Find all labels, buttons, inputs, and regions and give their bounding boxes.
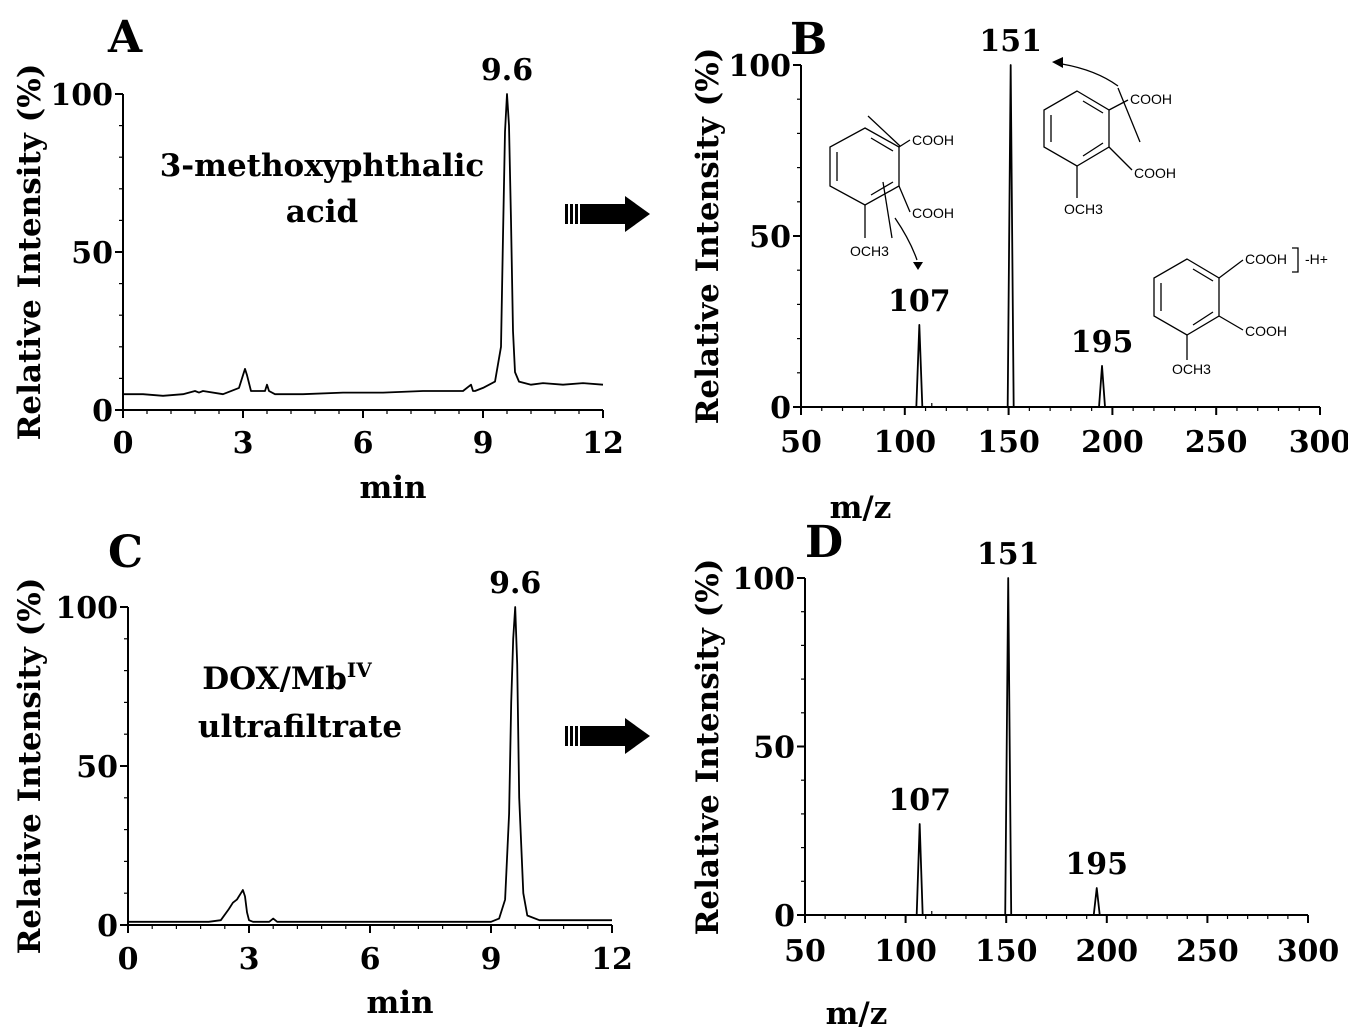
panel-d-ytick-label: 50 bbox=[753, 731, 795, 766]
panel-c-y-axis-label: Relative Intensity (%) bbox=[12, 578, 48, 955]
panel-b-x-axis-label: m/z bbox=[830, 490, 892, 526]
panel-c-xtick-label: 9 bbox=[481, 942, 502, 977]
struct1-och3: OCH3 bbox=[850, 243, 889, 259]
panel-b-xtick-label: 50 bbox=[780, 425, 822, 460]
panel-c-ytick-label: 50 bbox=[76, 750, 118, 785]
panel-b-peak-label: 151 bbox=[979, 24, 1042, 59]
panel-d-peak-bar bbox=[1004, 577, 1013, 916]
panel-c-xtick-label: 6 bbox=[360, 942, 381, 977]
panel-b-xtick-label: 200 bbox=[1081, 425, 1144, 460]
panel-d-peak-label: 151 bbox=[977, 537, 1040, 572]
panel-a-xtick-label: 6 bbox=[353, 426, 374, 461]
annotation-c-line2: ultrafiltrate bbox=[198, 709, 402, 745]
arrow-head-icon bbox=[1052, 57, 1063, 68]
panel-c-ytick-label: 100 bbox=[55, 591, 118, 626]
struct3-cooh-bottom: COOH bbox=[1245, 323, 1287, 339]
structure-fragment-107: COOH COOH OCH3 bbox=[829, 115, 954, 270]
panel-d-xtick-label: 100 bbox=[874, 934, 937, 969]
annotation-a-line1: 3-methoxyphthalic bbox=[160, 148, 485, 184]
panel-a-ytick-label: 100 bbox=[50, 78, 113, 113]
panel-b-ytick-label: 50 bbox=[749, 220, 791, 255]
panel-b-peak-bar bbox=[1098, 365, 1106, 408]
arrow-icon bbox=[565, 196, 650, 232]
panel-d-ytick-label: 0 bbox=[774, 899, 795, 934]
panel-c-xtick-label: 12 bbox=[591, 942, 633, 977]
panel-a-x-axis-label: min bbox=[359, 470, 426, 506]
panel-d-peak-label: 107 bbox=[888, 783, 951, 818]
struct1-cooh-top: COOH bbox=[912, 132, 954, 148]
panel-d-ytick-label: 100 bbox=[732, 562, 795, 597]
panel-letter-a: A bbox=[107, 12, 143, 63]
panel-letter-c: C bbox=[108, 527, 143, 578]
structure-parent-195: COOH -H+ COOH OCH3 bbox=[1153, 247, 1328, 377]
panel-b-peak-label: 107 bbox=[888, 284, 951, 319]
struct1-cooh-bottom: COOH bbox=[912, 205, 954, 221]
panel-d-peak-bar bbox=[915, 823, 924, 916]
panel-b-peak-label: 195 bbox=[1071, 325, 1134, 360]
panel-a-chromatogram-trace bbox=[123, 93, 604, 397]
structure-fragment-151: COOH COOH OCH3 bbox=[1043, 57, 1176, 217]
struct3-deprot: -H+ bbox=[1305, 251, 1328, 267]
panel-c: C DOX/MbIV ultrafiltrate 0 3 6 9 12 0 50 100Rel… bbox=[12, 527, 633, 1021]
panel-letter-b: B bbox=[790, 14, 827, 65]
panel-d-peak-label: 195 bbox=[1065, 847, 1128, 882]
panel-b-ytick-label: 0 bbox=[770, 391, 791, 426]
panel-c-xtick-label: 3 bbox=[239, 942, 260, 977]
panel-c-chromatogram-trace bbox=[128, 606, 612, 923]
struct2-cooh-bottom: COOH bbox=[1134, 165, 1176, 181]
panel-b-y-axis-label: Relative Intensity (%) bbox=[690, 48, 726, 425]
panel-c-x-axis-label: min bbox=[366, 985, 433, 1021]
panel-d-xtick-label: 200 bbox=[1075, 934, 1138, 969]
panel-a-y-axis-label: Relative Intensity (%) bbox=[12, 64, 48, 441]
struct3-cooh-top: COOH bbox=[1245, 251, 1287, 267]
arrow-head-icon bbox=[913, 262, 923, 270]
panel-b-xtick-label: 250 bbox=[1185, 425, 1248, 460]
struct2-och3: OCH3 bbox=[1064, 201, 1103, 217]
panel-d-y-axis-label: Relative Intensity (%) bbox=[690, 559, 726, 936]
panel-d-xtick-label: 250 bbox=[1176, 934, 1239, 969]
panel-b-xtick-label: 150 bbox=[977, 425, 1040, 460]
panel-b-xtick-label: 100 bbox=[873, 425, 936, 460]
panel-a-xtick-label: 12 bbox=[582, 426, 624, 461]
panel-b-ytick-label: 100 bbox=[728, 49, 791, 84]
panel-c-ytick-label: 0 bbox=[97, 909, 118, 944]
annotation-c-line1: DOX/MbIV bbox=[202, 658, 372, 697]
panel-a-xtick-label: 0 bbox=[113, 426, 134, 461]
annotation-a-line2: acid bbox=[286, 194, 358, 230]
panel-b-peak-bar bbox=[1006, 64, 1015, 408]
panel-a-ytick-label: 0 bbox=[92, 394, 113, 429]
panel-b-xtick-label: 300 bbox=[1289, 425, 1348, 460]
panel-b: B COOH COOH OCH3 COOH CO bbox=[690, 14, 1348, 526]
panel-d-x-axis-label: m/z bbox=[826, 996, 888, 1029]
panel-d-xtick-label: 50 bbox=[784, 934, 826, 969]
panel-a: A 3-methoxyphthalic acid 0 3 6 9 12 0 50 100Rel… bbox=[12, 12, 624, 506]
arrow-icon bbox=[565, 718, 650, 754]
struct2-cooh-top: COOH bbox=[1130, 91, 1172, 107]
panel-a-peak-label: 9.6 bbox=[481, 53, 533, 88]
panel-d-xtick-label: 300 bbox=[1277, 934, 1340, 969]
panel-a-ytick-label: 50 bbox=[71, 236, 113, 271]
panel-d-xtick-label: 150 bbox=[975, 934, 1038, 969]
struct3-och3: OCH3 bbox=[1172, 361, 1211, 377]
panel-d-peak-bar bbox=[1092, 887, 1101, 916]
panel-letter-d: D bbox=[805, 517, 843, 568]
panel-c-peak-label: 9.6 bbox=[489, 566, 541, 601]
panel-a-xtick-label: 3 bbox=[233, 426, 254, 461]
panel-c-xtick-label: 0 bbox=[118, 942, 139, 977]
panel-b-peak-bar bbox=[915, 324, 924, 408]
panel-a-xtick-label: 9 bbox=[473, 426, 494, 461]
